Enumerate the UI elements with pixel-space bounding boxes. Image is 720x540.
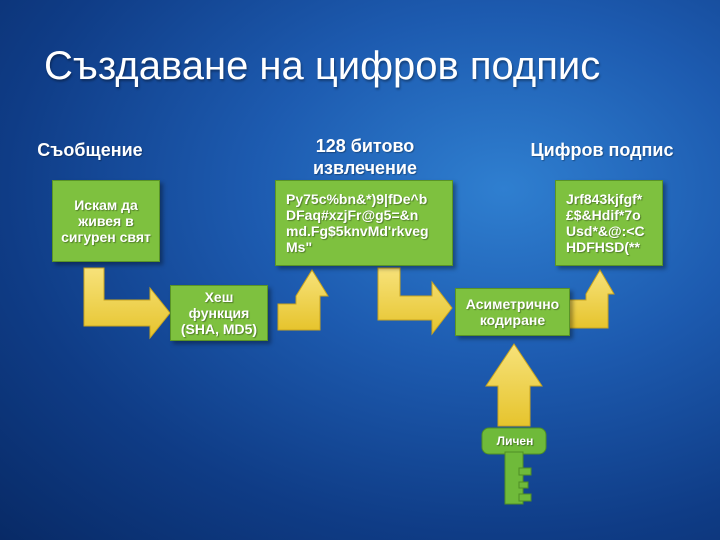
message-text: Искам да живея в сигурен свят	[61, 197, 151, 245]
signature-label: Цифров подпис	[530, 140, 674, 160]
hash-box: Хеш функция (SHA, MD5)	[170, 285, 268, 341]
arrow-message-to-hash	[83, 267, 171, 340]
encrypt-box: Асиметрично кодиране	[455, 288, 570, 336]
key-icon	[481, 427, 547, 505]
encrypt-text: Асиметрично кодиране	[465, 296, 560, 328]
key-label: Личен	[496, 434, 534, 448]
digest-text: Py75c%bn&*)9|fDe^b DFaq#xzjFr@g5=&n md.F…	[286, 191, 429, 255]
hash-text: Хеш функция (SHA, MD5)	[180, 289, 258, 337]
message-label: Съобщение	[37, 140, 143, 160]
arrow-encrypt-to-signature	[567, 269, 615, 329]
slide-title: Създаване на цифров подпис	[44, 44, 601, 88]
arrow-hash-to-digest	[277, 269, 329, 331]
signature-box: Jrf843kjfgf* £$&Hdif*7o Usd*&@:<C HDFHSD…	[555, 180, 663, 266]
extraction-label: 128 битово извлечение	[312, 136, 417, 178]
message-box: Искам да живея в сигурен свят	[52, 180, 160, 262]
digest-box: Py75c%bn&*)9|fDe^b DFaq#xzjFr@g5=&n md.F…	[275, 180, 453, 266]
arrow-key-to-encrypt	[485, 343, 543, 427]
signature-text: Jrf843kjfgf* £$&Hdif*7o Usd*&@:<C HDFHSD…	[566, 191, 645, 255]
arrow-digest-to-encrypt	[377, 267, 453, 336]
